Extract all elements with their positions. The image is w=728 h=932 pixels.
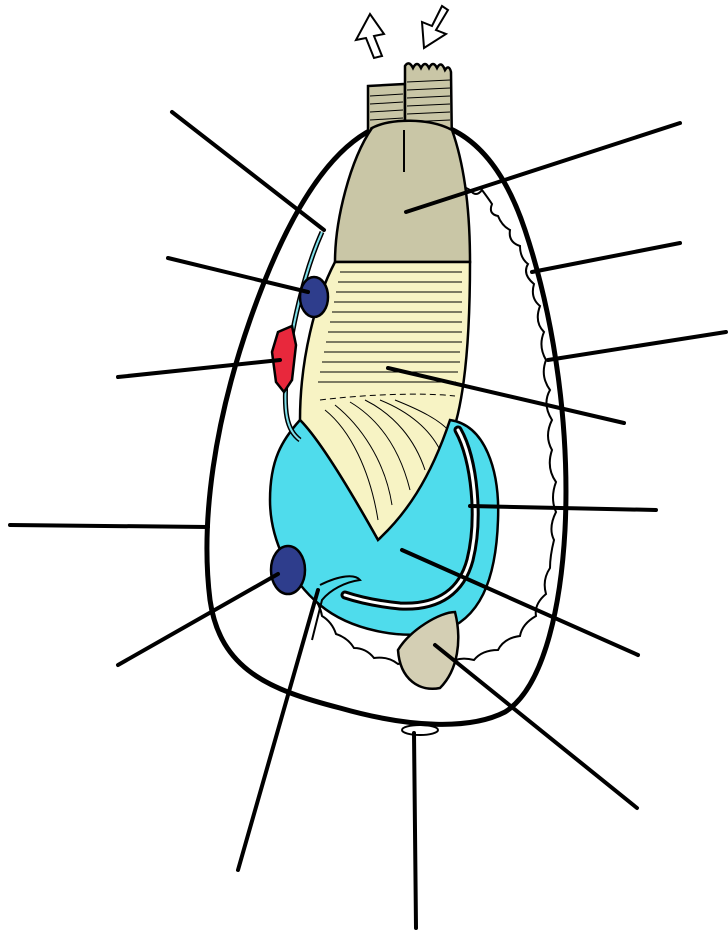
pointer-line — [118, 574, 278, 665]
pointer-line — [118, 360, 280, 377]
pointer-line — [414, 733, 416, 928]
outflow-arrow — [356, 14, 384, 58]
pointer-line — [532, 243, 680, 272]
pointer-line — [168, 258, 308, 292]
cerebral-ganglion — [300, 277, 328, 317]
inflow-arrow — [422, 6, 448, 48]
pointer-line — [10, 525, 208, 527]
pedal-ganglion — [271, 546, 305, 594]
pointer-line — [238, 590, 318, 870]
pointer-line — [548, 332, 726, 360]
pointer-line — [172, 112, 324, 230]
hinge — [402, 725, 438, 735]
